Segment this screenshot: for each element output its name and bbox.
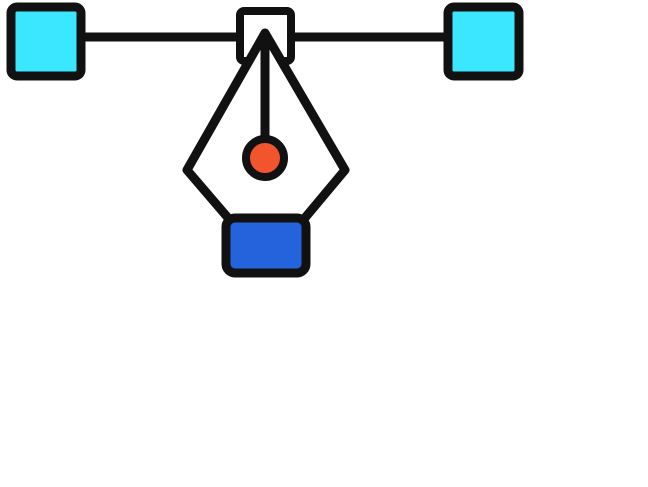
right-anchor-square <box>443 2 524 81</box>
left-anchor-square <box>6 2 86 81</box>
pen-grip <box>221 213 311 278</box>
nib-dot <box>242 135 288 181</box>
